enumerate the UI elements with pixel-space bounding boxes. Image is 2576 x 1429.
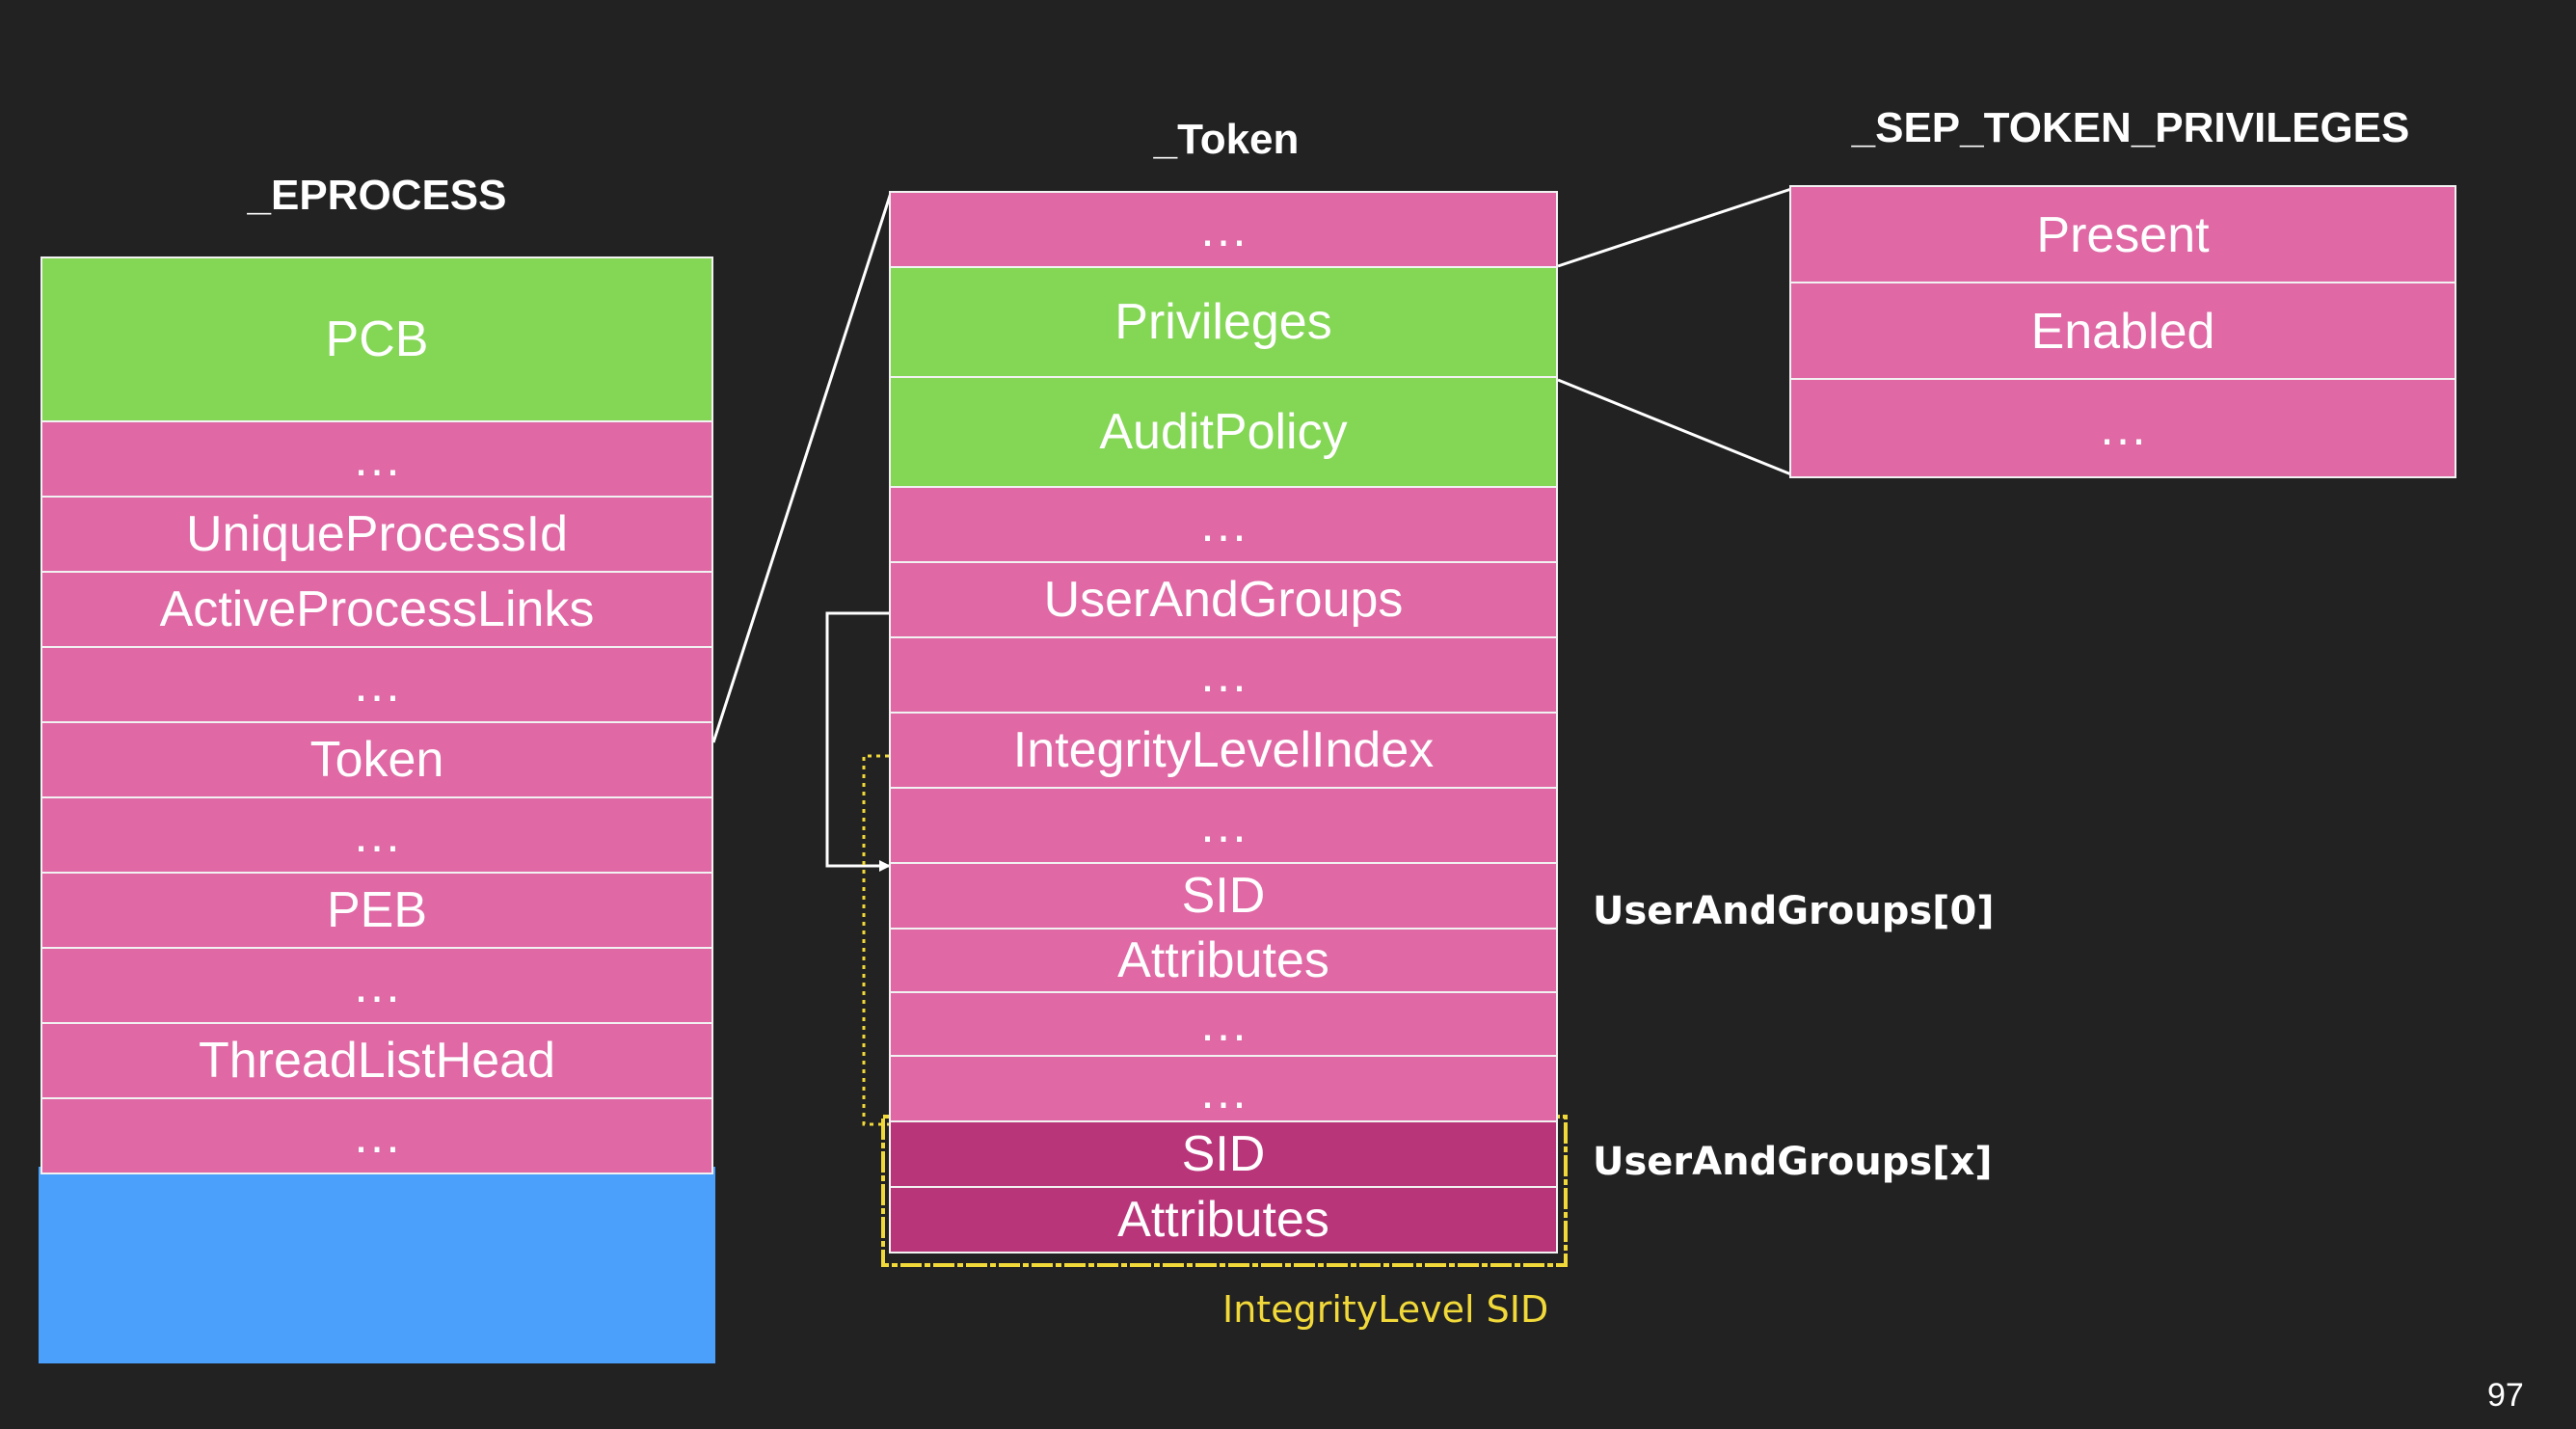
- token-expand-line-top: [711, 192, 893, 743]
- token-field-ellipsis: …: [889, 991, 1558, 1057]
- token-field-attributes: Attributes: [889, 928, 1558, 993]
- integrity-index-dotted-bracket: [862, 754, 889, 1126]
- eprocess-structure: PCB … UniqueProcessId ActiveProcessLinks…: [40, 256, 713, 1174]
- eprocess-field-ellipsis: …: [40, 947, 713, 1024]
- eprocess-field-ellipsis: …: [40, 420, 713, 498]
- sep-field-present: Present: [1789, 185, 2456, 285]
- eprocess-field-ellipsis: …: [40, 1097, 713, 1174]
- sep-field-ellipsis: …: [1789, 378, 2456, 478]
- eprocess-field-peb: PEB: [40, 872, 713, 949]
- token-field-userandgroups: UserAndGroups: [889, 561, 1558, 638]
- token-field-ellipsis: …: [889, 636, 1558, 714]
- eprocess-title: _EPROCESS: [247, 172, 507, 219]
- eprocess-field-token: Token: [40, 721, 713, 798]
- sep-structure: Present Enabled …: [1789, 185, 2456, 478]
- token-field-integritylevelindex: IntegrityLevelIndex: [889, 712, 1558, 789]
- label-userandgroups-x: UserAndGroups[x]: [1593, 1140, 1993, 1184]
- token-field-auditpolicy: AuditPolicy: [889, 376, 1558, 488]
- label-userandgroups-0: UserAndGroups[0]: [1593, 889, 1995, 933]
- page-number: 97: [2487, 1377, 2524, 1414]
- label-integritylevel-sid: IntegrityLevel SID: [1222, 1288, 1549, 1331]
- privileges-expand-line-bottom: [1557, 378, 1792, 476]
- usergroups-pointer-bracket: [825, 611, 891, 868]
- eprocess-tail: [39, 1167, 715, 1363]
- token-structure: … Privileges AuditPolicy … UserAndGroups…: [889, 191, 1558, 1255]
- token-field-selected-sid: SID: [889, 1120, 1558, 1188]
- token-title: _Token: [1153, 116, 1300, 163]
- usergroups-pointer-arrowhead: [879, 860, 891, 872]
- eprocess-field-threadlisthead: ThreadListHead: [40, 1022, 713, 1099]
- sep-field-enabled: Enabled: [1789, 282, 2456, 382]
- token-field-ellipsis: …: [889, 191, 1558, 268]
- token-field-selected-attributes: Attributes: [889, 1186, 1558, 1254]
- eprocess-field-ellipsis: …: [40, 796, 713, 874]
- eprocess-field-pcb: PCB: [40, 256, 713, 422]
- token-field-privileges: Privileges: [889, 266, 1558, 378]
- token-field-ellipsis: …: [889, 486, 1558, 563]
- token-field-ellipsis: …: [889, 787, 1558, 864]
- privileges-expand-line-top: [1557, 187, 1792, 268]
- sep-title: _SEP_TOKEN_PRIVILEGES: [1851, 104, 2410, 151]
- token-field-sid: SID: [889, 862, 1558, 930]
- eprocess-field-activeprocesslinks: ActiveProcessLinks: [40, 571, 713, 648]
- eprocess-field-uniqueprocessid: UniqueProcessId: [40, 496, 713, 573]
- token-field-ellipsis: …: [889, 1055, 1558, 1122]
- eprocess-field-ellipsis: …: [40, 646, 713, 723]
